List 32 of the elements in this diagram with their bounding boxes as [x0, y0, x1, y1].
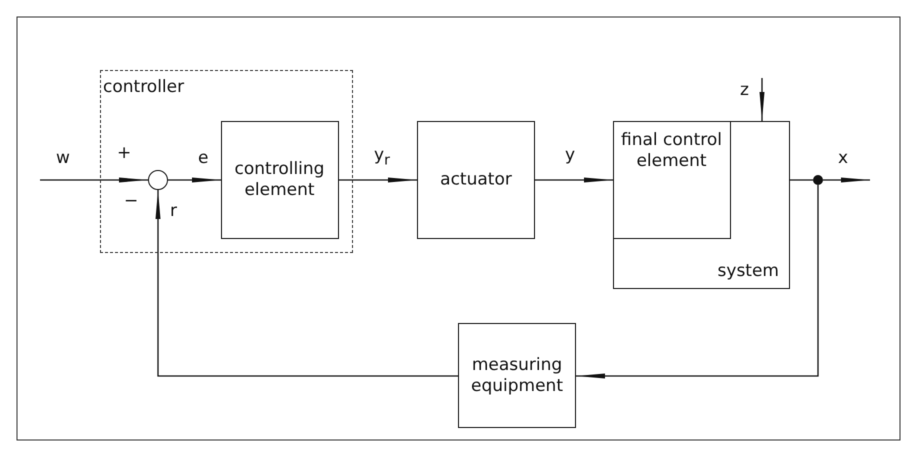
signal-label: x	[838, 150, 848, 167]
sign-label: −	[124, 193, 138, 210]
arrow	[156, 190, 458, 377]
signal-label: z	[740, 82, 749, 99]
block-label: controlling element	[234, 158, 326, 201]
arrow	[40, 178, 148, 182]
system-block	[613, 121, 790, 289]
signal-label: e	[198, 150, 208, 167]
group-label: system	[718, 260, 779, 282]
signal-label: r	[170, 203, 177, 220]
arrow	[339, 178, 417, 182]
block-label: measuring equipment	[470, 354, 564, 397]
sign-label: +	[117, 145, 132, 162]
arrow	[535, 178, 613, 182]
signal-label: y$_{r}$	[374, 147, 390, 168]
block-label: final control element	[620, 130, 723, 172]
block	[612, 120, 730, 238]
arrow	[823, 178, 870, 182]
arrow	[760, 78, 764, 121]
arrow	[576, 185, 819, 378]
block	[220, 120, 338, 238]
block	[458, 323, 576, 428]
group-label: controller	[103, 77, 184, 98]
junction-dot	[813, 175, 823, 185]
controller-group	[100, 70, 353, 253]
connector-line	[790, 179, 813, 181]
arrow	[168, 178, 221, 182]
block-label: actuator	[439, 169, 513, 191]
block	[417, 121, 535, 239]
summing-junction	[148, 170, 168, 190]
signal-label: y	[565, 147, 576, 164]
signal-label: w	[56, 150, 70, 167]
